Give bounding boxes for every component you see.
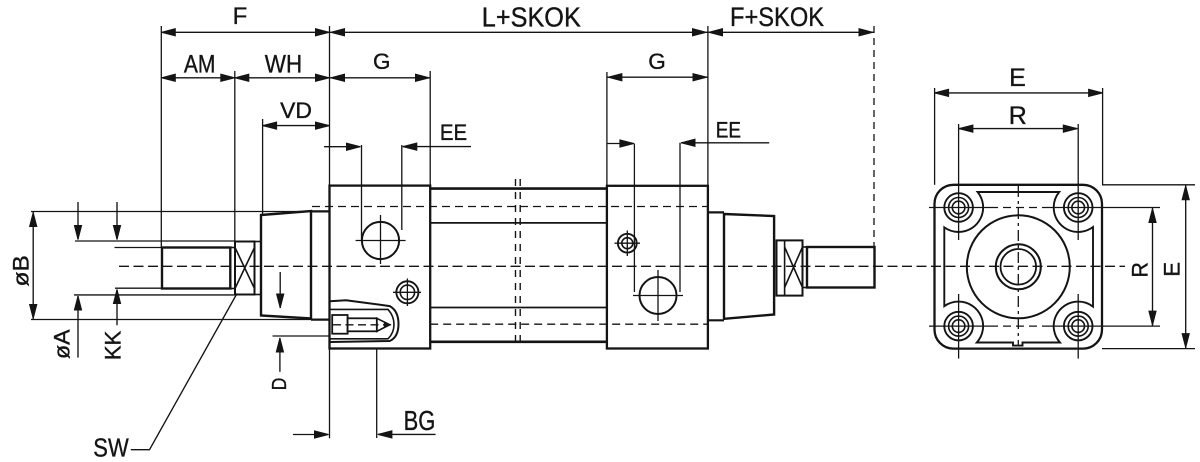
svg-text:F+SKOK: F+SKOK [730,2,824,32]
svg-text:D: D [269,378,291,391]
svg-text:KK: KK [100,331,125,361]
svg-text:WH: WH [265,50,302,78]
svg-text:øA: øA [50,329,75,359]
svg-text:AM: AM [184,50,216,78]
svg-text:EE: EE [440,120,467,145]
svg-text:F: F [233,3,248,30]
svg-text:E: E [1009,64,1026,92]
svg-text:G: G [648,49,666,74]
svg-text:BG: BG [404,405,436,436]
svg-text:G: G [373,49,391,74]
svg-text:R: R [1128,262,1153,278]
svg-text:L+SKOK: L+SKOK [482,2,582,33]
svg-text:EE: EE [716,117,741,142]
svg-text:R: R [1009,102,1027,130]
svg-text:øB: øB [8,255,33,286]
svg-text:SW: SW [93,432,129,462]
svg-text:E: E [1160,262,1185,277]
svg-text:VD: VD [280,98,312,123]
